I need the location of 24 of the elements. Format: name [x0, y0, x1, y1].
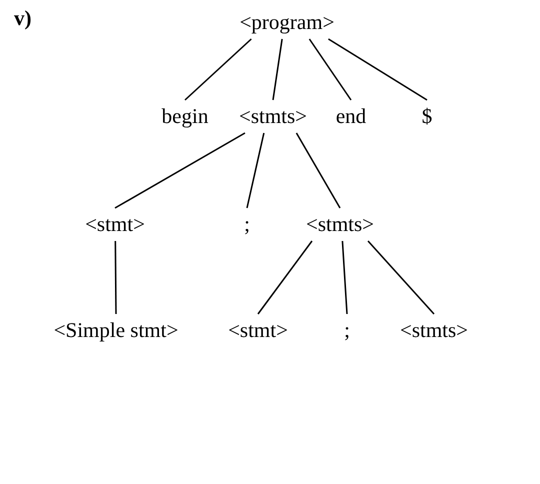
tree-node-label: <Simple stmt>: [54, 314, 178, 347]
tree-branch-line: [246, 132, 265, 208]
tree-branch-line: [114, 241, 117, 314]
tree-branch-line: [272, 38, 283, 100]
tree-node-label: <program>: [240, 6, 334, 39]
tree-node-label: <stmt>: [228, 314, 288, 347]
tree-node-label: begin: [162, 100, 208, 133]
tree-node-label: <stmts>: [238, 100, 308, 133]
tree-node-label: end: [336, 100, 366, 133]
figure-label: v): [14, 8, 32, 29]
tree-branch-line: [308, 38, 352, 100]
tree-branch-line: [257, 240, 313, 314]
tree-branch-line: [296, 132, 341, 208]
tree-node-label: <stmt>: [85, 208, 145, 241]
tree-node-label: ;: [244, 208, 250, 241]
tree-branch-line: [114, 132, 246, 209]
tree-node-label: <stmts>: [400, 314, 468, 347]
tree-node-label: $: [422, 100, 432, 133]
tree-branch-line: [367, 240, 435, 314]
tree-node-label: <stmts>: [306, 208, 374, 241]
tree-branch-line: [328, 38, 428, 101]
tree-branch-line: [184, 38, 252, 101]
tree-branch-line: [342, 240, 348, 314]
tree-node-label: ;: [344, 314, 350, 347]
